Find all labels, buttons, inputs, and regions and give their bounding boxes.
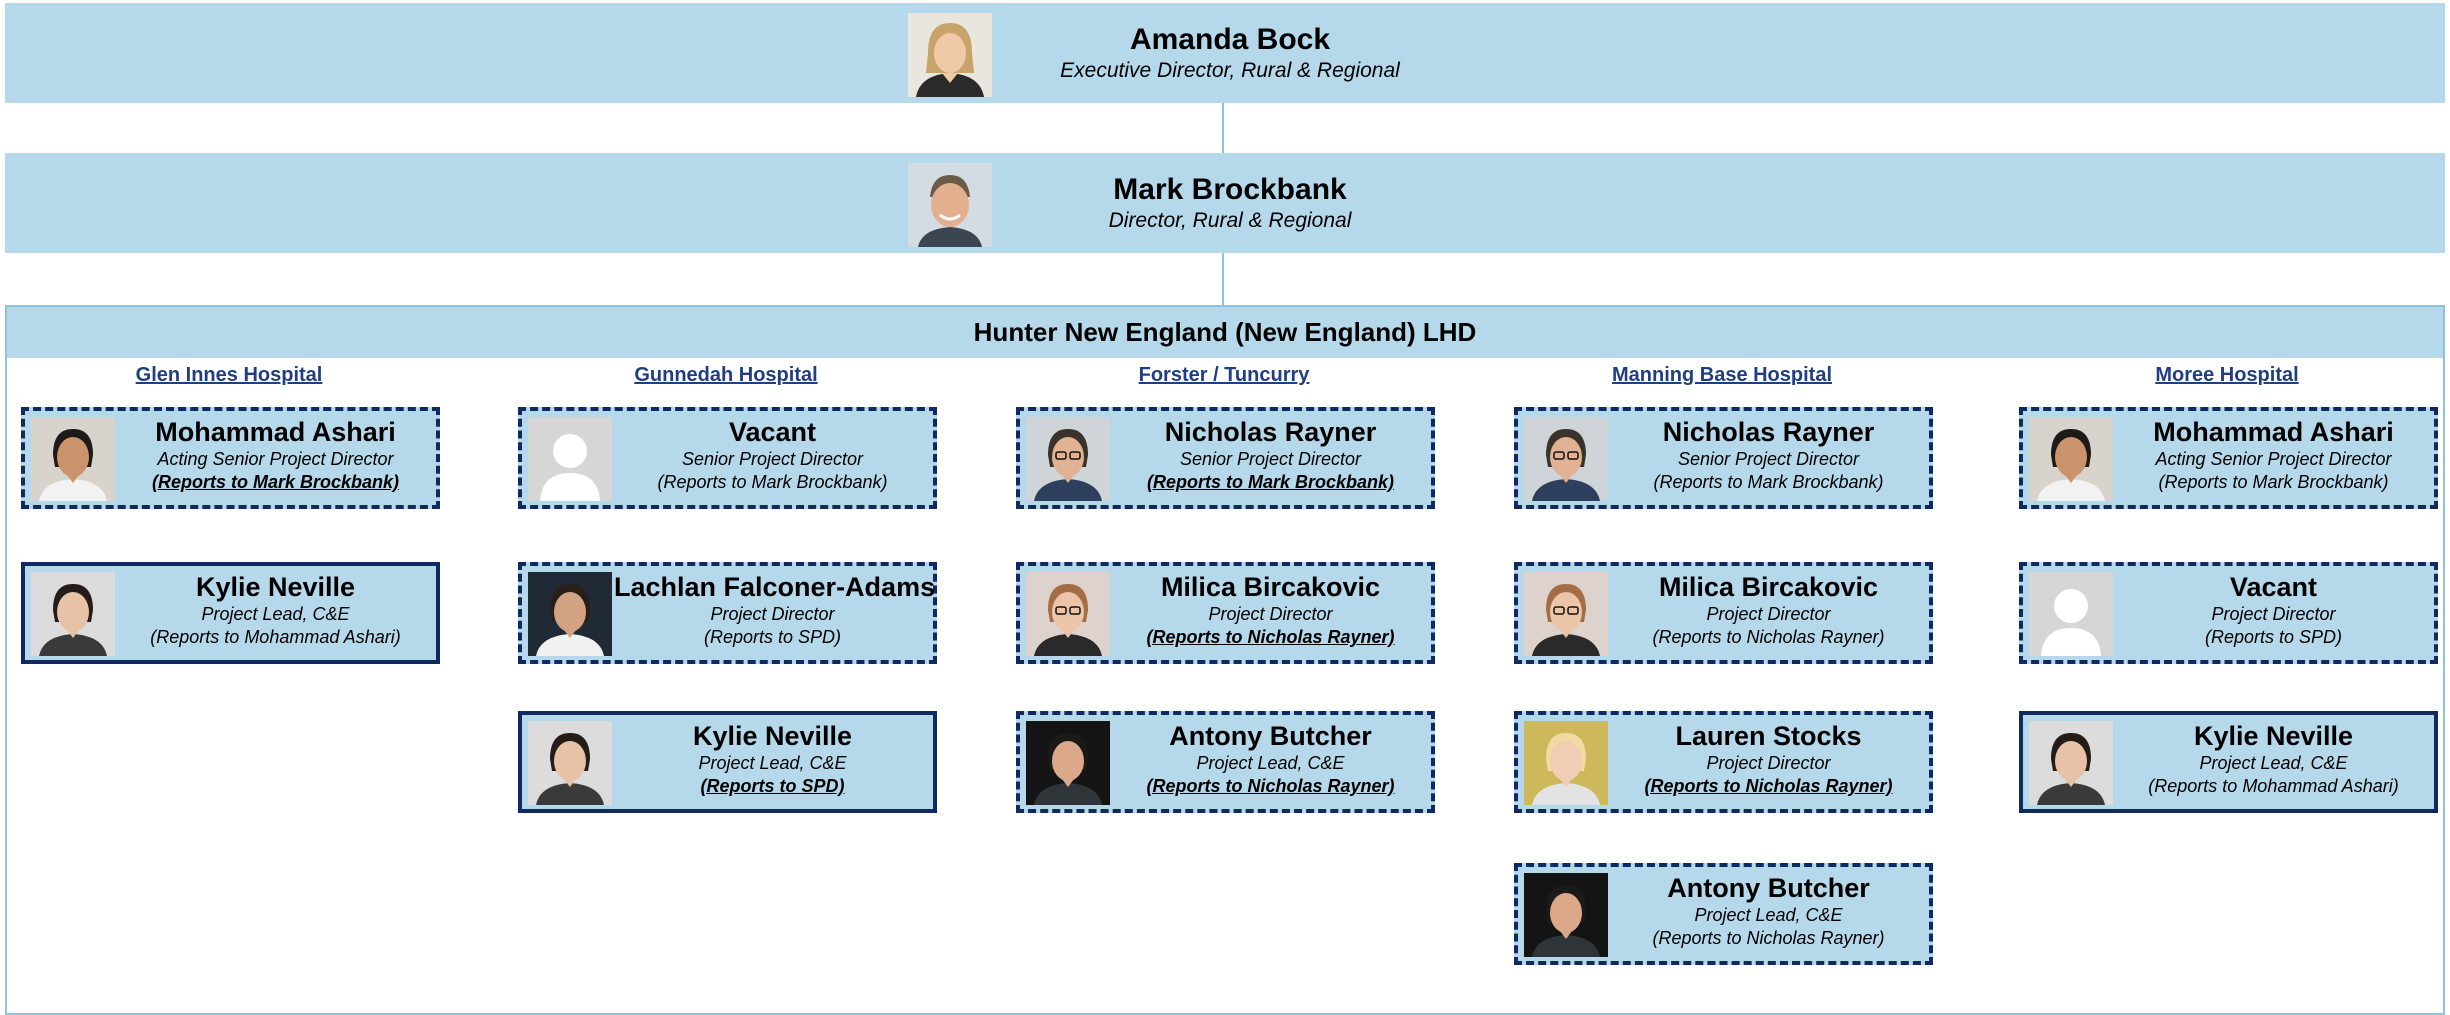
director-name: Mark Brockbank	[1113, 173, 1347, 206]
lhd-title: Hunter New England (New England) LHD	[7, 307, 2443, 358]
person-title: Project Lead, C&E	[201, 604, 350, 624]
reports-to: (Reports to Nicholas Rayner)	[1146, 776, 1395, 796]
person-title: Project Director	[2211, 604, 2336, 624]
site-link-glen-innes-hospital[interactable]: Glen Innes Hospital	[135, 364, 323, 386]
director-title: Director, Rural & Regional	[1108, 209, 1352, 232]
person-name: Milica Bircakovic	[1160, 572, 1381, 602]
person-title: Senior Project Director	[1179, 449, 1362, 469]
person-title: Project Lead, C&E	[2199, 753, 2348, 773]
reports-to: (Reports to Mohammad Ashari)	[150, 627, 401, 647]
avatar	[528, 572, 612, 656]
connector-line	[1222, 103, 1224, 153]
avatar	[1524, 572, 1608, 656]
reports-to: (Reports to SPD)	[703, 627, 842, 647]
reports-to: (Reports to Mark Brockbank)	[151, 472, 400, 492]
director-band: Mark Brockbank Director, Rural & Regiona…	[5, 153, 2445, 253]
avatar	[1026, 721, 1110, 805]
site-link-gunnedah-hospital[interactable]: Gunnedah Hospital	[634, 364, 818, 386]
avatar	[1524, 417, 1608, 501]
executive-title: Executive Director, Rural & Regional	[1060, 59, 1400, 82]
person-name: Antony Butcher	[1667, 873, 1870, 903]
person-name: Mohammad Ashari	[2153, 417, 2394, 447]
avatar	[1026, 572, 1110, 656]
avatar	[2029, 721, 2113, 805]
person-title: Project Lead, C&E	[1694, 905, 1843, 925]
avatar	[1524, 721, 1608, 805]
person-name: Vacant	[728, 417, 817, 447]
reports-to: (Reports to SPD)	[700, 776, 845, 796]
person-title: Project Director	[1706, 753, 1831, 773]
reports-to: (Reports to Mohammad Ashari)	[2148, 776, 2399, 796]
person-title: Project Director	[710, 604, 835, 624]
person-name: Lachlan Falconer-Adams	[614, 572, 936, 602]
site-link-forster-tuncurry[interactable]: Forster / Tuncurry	[1138, 364, 1310, 386]
site-link-manning-base-hospital[interactable]: Manning Base Hospital	[1611, 364, 1833, 386]
reports-to: (Reports to Nicholas Rayner)	[1146, 627, 1395, 647]
placeholder-avatar-icon	[528, 417, 612, 501]
avatar	[1524, 873, 1608, 957]
person-name: Milica Bircakovic	[1658, 572, 1879, 602]
person-name: Nicholas Rayner	[1662, 417, 1875, 447]
person-title: Acting Senior Project Director	[2155, 449, 2392, 469]
reports-to: (Reports to Mark Brockbank)	[2158, 472, 2389, 492]
person-title: Project Lead, C&E	[698, 753, 847, 773]
person-title: Senior Project Director	[1677, 449, 1860, 469]
person-name: Kylie Neville	[195, 572, 356, 602]
executive-photo	[908, 13, 992, 97]
site-link-moree-hospital[interactable]: Moree Hospital	[2155, 364, 2299, 386]
avatar	[2029, 417, 2113, 501]
person-title: Project Lead, C&E	[1196, 753, 1345, 773]
connector-line	[1222, 253, 1224, 305]
person-name: Lauren Stocks	[1675, 721, 1862, 751]
reports-to: (Reports to Mark Brockbank)	[1146, 472, 1395, 492]
person-name: Antony Butcher	[1169, 721, 1372, 751]
person-name: Kylie Neville	[2193, 721, 2354, 751]
avatar	[31, 572, 115, 656]
director-photo	[908, 163, 992, 247]
person-name: Kylie Neville	[692, 721, 853, 751]
reports-to: (Reports to Mark Brockbank)	[1653, 472, 1884, 492]
person-title: Senior Project Director	[681, 449, 864, 469]
person-title: Project Director	[1208, 604, 1333, 624]
reports-to: (Reports to Mark Brockbank)	[657, 472, 888, 492]
lhd-container: Hunter New England (New England) LHD Gle…	[5, 305, 2445, 1015]
person-name: Mohammad Ashari	[155, 417, 396, 447]
person-name: Nicholas Rayner	[1164, 417, 1377, 447]
avatar	[31, 417, 115, 501]
reports-to: (Reports to Nicholas Rayner)	[1652, 627, 1885, 647]
avatar	[528, 721, 612, 805]
avatar	[1026, 417, 1110, 501]
person-name: Vacant	[2229, 572, 2318, 602]
person-title: Acting Senior Project Director	[157, 449, 394, 469]
reports-to: (Reports to SPD)	[2204, 627, 2343, 647]
reports-to: (Reports to Nicholas Rayner)	[1644, 776, 1893, 796]
executive-band: Amanda Bock Executive Director, Rural & …	[5, 3, 2445, 103]
person-title: Project Director	[1706, 604, 1831, 624]
placeholder-avatar-icon	[2029, 572, 2113, 656]
reports-to: (Reports to Nicholas Rayner)	[1652, 928, 1885, 948]
executive-name: Amanda Bock	[1129, 23, 1331, 56]
